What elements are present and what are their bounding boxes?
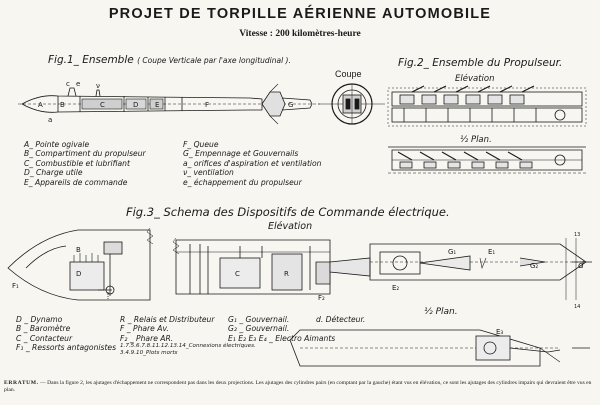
- fig1-label-e: E: [155, 101, 159, 109]
- fig1-label-d: D: [133, 101, 138, 109]
- legend-item: G_ Empennage et Gouvernails: [183, 149, 299, 159]
- fig1-mark-a: a: [48, 116, 52, 124]
- legend-item: 3.4.9.10_Plots morts: [120, 350, 178, 357]
- fig3-plan-drawing: [289, 329, 590, 367]
- fig3-plan-label: ½ Plan.: [424, 307, 458, 317]
- fig3-legend-col2: R _ Relais et Distributeur F _ Phare Av.…: [120, 315, 256, 357]
- erratum-note: ERRATUM. — Dans la figure 2, les ajutage…: [4, 380, 596, 395]
- legend-item: G₁ _ Gouvernail.: [228, 315, 290, 324]
- fig1-title-text: Fig.1_ Ensemble: [48, 54, 134, 66]
- legend-item: a_ orifices d'aspiration et ventilation: [183, 158, 322, 168]
- fig3-label-c: C: [235, 270, 240, 278]
- fig3-label-g2: G₂: [530, 262, 538, 270]
- page-title: PROJET DE TORPILLE AÉRIENNE AUTOMOBILE: [108, 6, 492, 22]
- fig3-label-f1: F₁: [12, 282, 19, 290]
- legend-item: G₂ _ Gouvernail.: [228, 324, 290, 334]
- legend-item: F₁ _ Ressorts antagonistes: [16, 343, 117, 353]
- legend-item: E₁ E₂ E₃ E₄ _ Electro Aimants: [228, 333, 336, 343]
- fig3-title: Fig.3_ Schema des Dispositifs de Command…: [126, 205, 450, 219]
- fig1-torpedo-drawing: [18, 83, 320, 125]
- legend-item: C_ Combustible et lubrifiant: [24, 158, 130, 168]
- fig2-elevation-label: Elévation: [455, 74, 495, 84]
- erratum-text: — Dans la figure 2, les ajutages d'échap…: [4, 380, 592, 394]
- fig3-label-detector: d: [578, 261, 584, 271]
- fig1-mark-v: ν: [96, 82, 100, 90]
- fig1-label-b: B: [60, 101, 65, 109]
- fig3-label-f2: F₂: [318, 294, 325, 302]
- fig2-plan-label: ½ Plan.: [460, 135, 492, 145]
- page-subtitle: Vitesse : 200 kilomètres-heure: [239, 29, 361, 39]
- legend-item: A_ Pointe ogivale: [24, 140, 90, 149]
- fig3-label-14: 14: [574, 304, 580, 310]
- fig3-label-g1: G₁: [448, 248, 456, 256]
- fig1-legend-left: A_ Pointe ogivale B_ Compartiment du pro…: [24, 140, 146, 187]
- fig3-legend-col3: G₁ _ Gouvernail. G₂ _ Gouvernail. E₁ E₂ …: [228, 315, 335, 343]
- fig3-diagram-labels: D B F₁ C R F₂ G₁ G₂ E₁ E₂ E₃ d 13 14: [12, 232, 584, 336]
- fig1-mark-e: e: [76, 80, 80, 88]
- fig3-label-d: D: [76, 270, 81, 278]
- legend-item: ν_ ventilation: [183, 168, 234, 178]
- legend-item: 1.7.5.6.7.8.11.12.13.14_Connexions élect…: [120, 343, 256, 350]
- legend-item: D_ Charge utile: [24, 168, 83, 178]
- fig3-label-13: 13: [574, 232, 580, 238]
- coupe-cross-section: [318, 83, 385, 125]
- legend-item: R _ Relais et Distributeur: [120, 315, 215, 324]
- fig3-label-e3: E₃: [496, 328, 503, 336]
- fig3-elevation-label: Elévation: [268, 221, 313, 232]
- legend-item: d. Détecteur.: [316, 315, 366, 324]
- fig1-legend-right: F_ Queue G_ Empennage et Gouvernails a_ …: [183, 140, 322, 187]
- coupe-label: Coupe: [335, 69, 362, 79]
- fig1-label-g: G: [288, 101, 293, 109]
- fig3-label-e2: E₂: [392, 284, 399, 292]
- legend-item: D _ Dynamo: [16, 315, 63, 324]
- fig1-label-f: F: [205, 101, 209, 109]
- legend-item: F_ Queue: [183, 140, 219, 149]
- fig1-note: ( Coupe Verticale par l'axe longitudinal…: [137, 56, 291, 65]
- legend-item: E_ Appareils de commande: [24, 177, 128, 187]
- legend-item: F₂ _ Phare AR.: [120, 333, 174, 343]
- erratum-label: ERRATUM.: [4, 380, 39, 386]
- fig1-title: Fig.1_ Ensemble ( Coupe Verticale par l'…: [48, 54, 291, 66]
- legend-item: C _ Contacteur: [16, 333, 73, 343]
- fig3-legend-col4: d. Détecteur.: [316, 315, 365, 324]
- fig1-mark-c: c: [66, 80, 70, 88]
- fig3-label-e1: E₁: [488, 248, 495, 256]
- fig1-label-a: A: [38, 101, 43, 109]
- fig3-label-r: R: [284, 270, 289, 278]
- fig1-label-c: C: [100, 101, 105, 109]
- fig1-part-labels: A B C D E F G c e ν a: [38, 80, 293, 124]
- legend-item: F _ Phare Av.: [120, 324, 169, 334]
- legend-item: e_ échappement du propulseur: [183, 177, 302, 187]
- fig2-propulseur-drawing: [387, 85, 587, 174]
- fig3-legend-col1: D _ Dynamo B _ Baromètre C _ Contacteur …: [16, 315, 116, 353]
- legend-item: B _ Baromètre: [16, 324, 71, 334]
- fig3-label-b: B: [76, 246, 81, 254]
- legend-item: B_ Compartiment du propulseur: [24, 149, 146, 159]
- fig2-title: Fig.2_ Ensemble du Propulseur.: [398, 57, 563, 69]
- fig3-elevation-drawing: [7, 227, 592, 301]
